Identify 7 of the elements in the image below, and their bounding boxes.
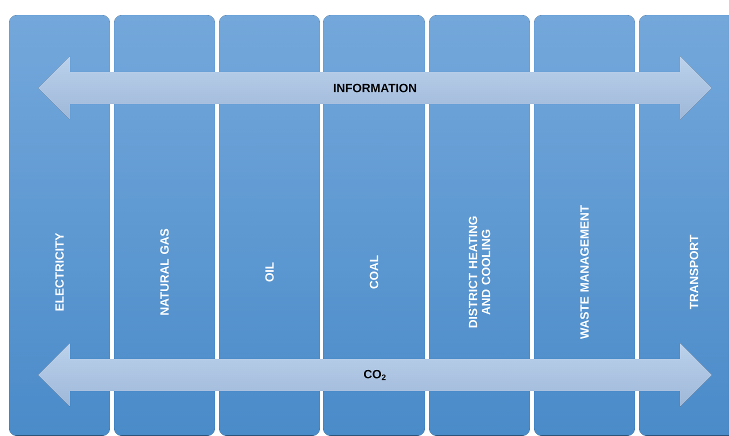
column-label: NATURAL GAS [160,228,169,315]
column-label: COAL [370,255,378,288]
column-label: TRANSPORT [690,234,698,310]
column-label: WASTE MANAGEMENT [580,205,589,339]
column-label: DISTRICT HEATING AND COOLING [468,216,490,328]
column-label: OIL [265,262,274,282]
column-label: ELECTRICITY [55,232,64,311]
